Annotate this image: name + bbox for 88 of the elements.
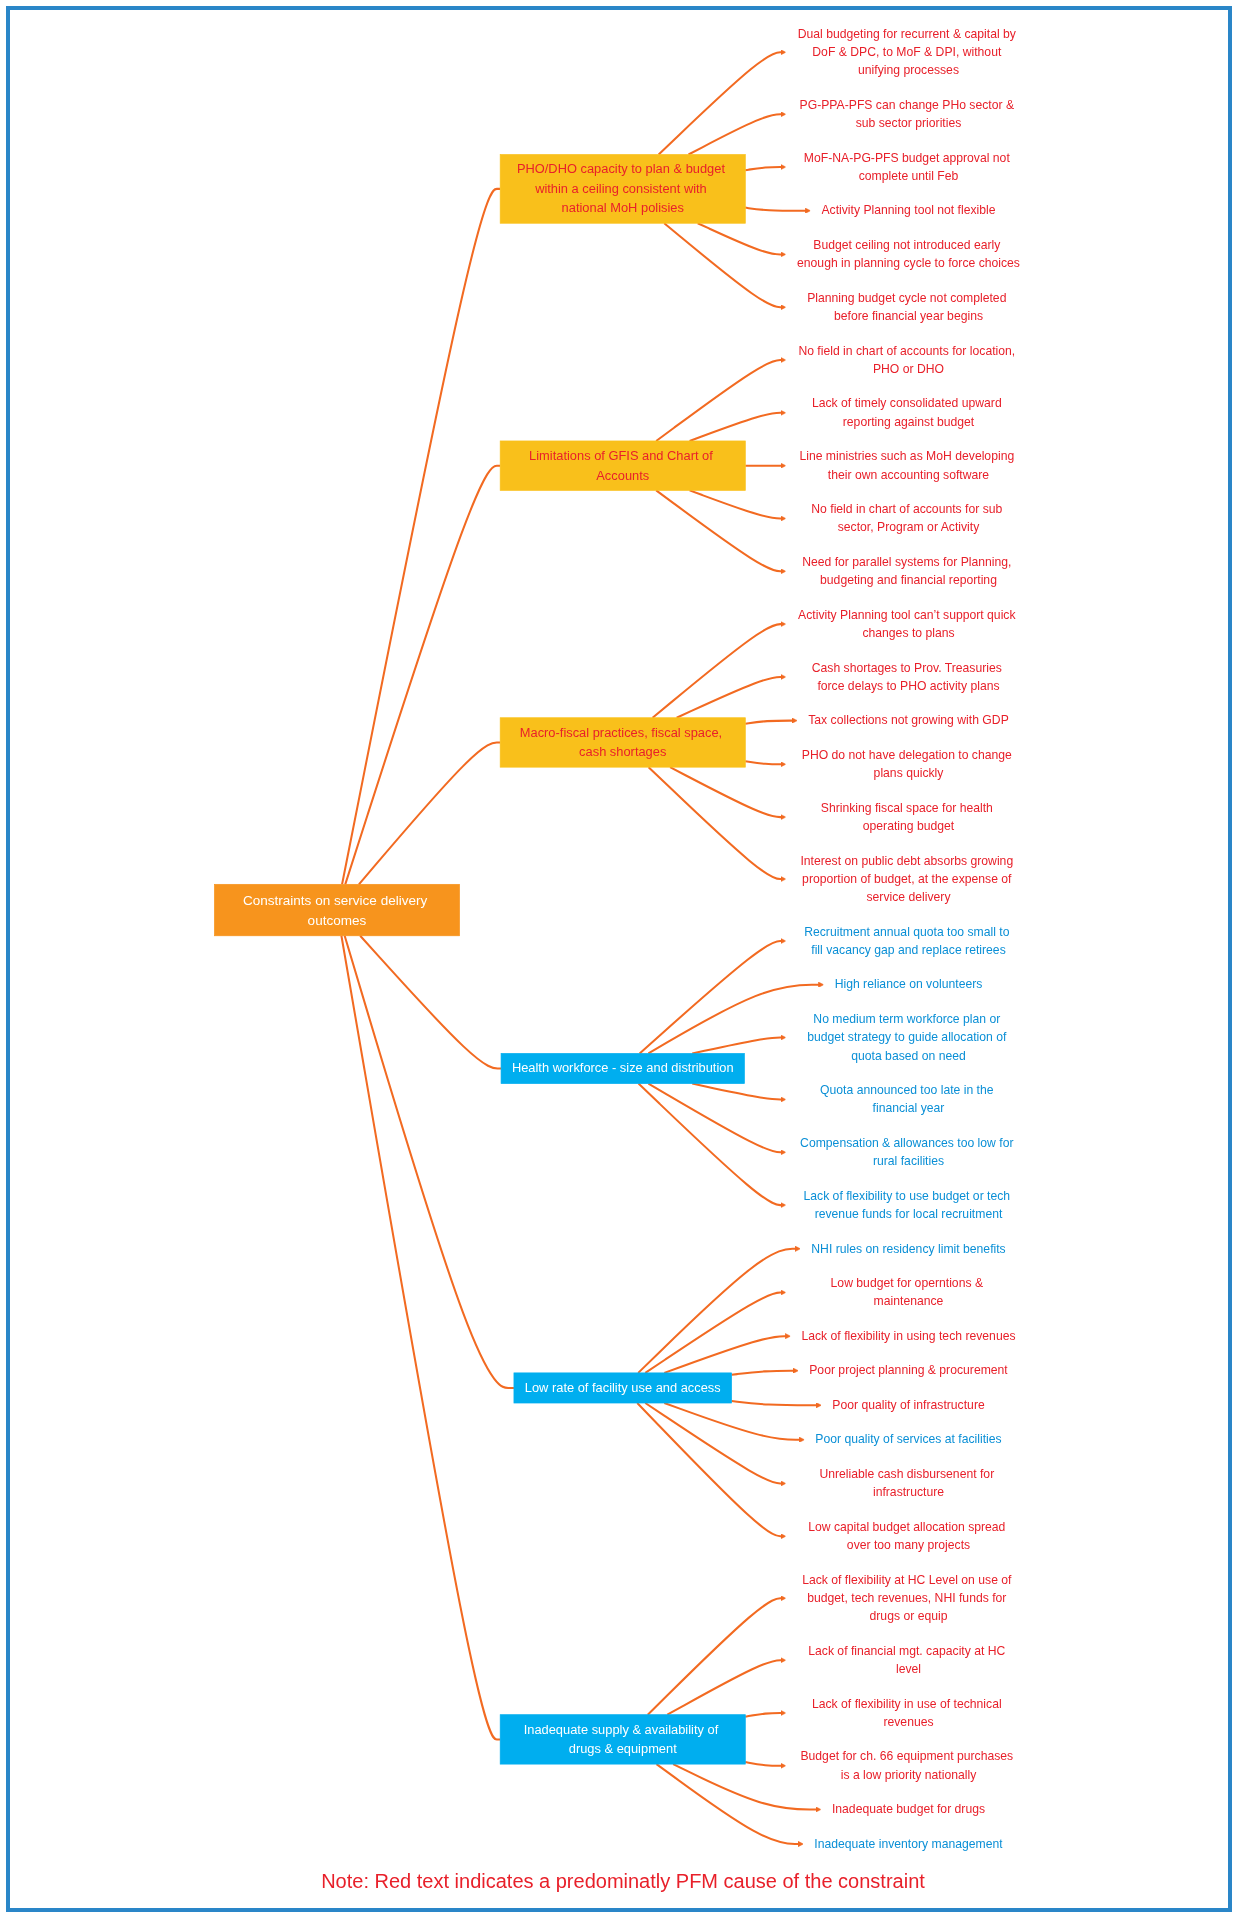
node-box: Inadequate supply & availability of drugs & equipment bbox=[500, 1714, 746, 1765]
node-text: Tax collections not growing with GDP bbox=[808, 713, 1010, 728]
arrow bbox=[745, 717, 798, 725]
arrow bbox=[745, 760, 787, 768]
arrow bbox=[655, 489, 787, 575]
node-text: High reliance on volunteers bbox=[834, 977, 983, 992]
node-text: Need for parallel systems for Planning, budgeting and financial reporting bbox=[802, 555, 1012, 587]
node-text: No field in chart of accounts for location, PHO or DHO bbox=[798, 343, 1016, 376]
arrow bbox=[648, 766, 787, 883]
node-text: Inadequate inventory management bbox=[814, 1836, 1003, 1851]
node-box: Macro-fiscal practices, fiscal space, cash shortages bbox=[500, 717, 746, 768]
connector bbox=[340, 935, 501, 1741]
node-text: PHO do not have delegation to change plans quickly bbox=[802, 748, 1013, 780]
arrow bbox=[652, 621, 787, 719]
arrow bbox=[692, 1034, 787, 1055]
arrow bbox=[745, 462, 787, 469]
arrow bbox=[676, 673, 787, 719]
node-text: Lack of flexibility at HC Level on use of budget, tech revenues, NHI funds for drugs or equip bbox=[802, 1572, 1012, 1623]
arrow bbox=[731, 1367, 799, 1376]
node-text: Low capital budget allocation spread over too many projects bbox=[808, 1520, 1006, 1552]
node-text: No medium term workforce plan or budget strategy to guide allocation of quota based on need bbox=[807, 1012, 1007, 1063]
arrow bbox=[672, 1763, 822, 1813]
node-text: Unreliable cash disbursenent for infrastructure bbox=[819, 1467, 995, 1500]
node-text: Activity Planning tool can’t support quick changes to plans bbox=[798, 607, 1016, 640]
arrow bbox=[669, 766, 787, 821]
connector bbox=[358, 741, 501, 885]
node-text: Low budget for operntions & maintenance bbox=[830, 1276, 984, 1309]
arrow bbox=[648, 981, 825, 1055]
arrow bbox=[647, 1595, 787, 1716]
arrow bbox=[664, 1402, 806, 1443]
note-text: Note: Red text indicates a predominatly PFM cause of the constraint bbox=[320, 1870, 926, 1893]
arrow bbox=[745, 206, 812, 214]
arrow bbox=[644, 1402, 787, 1487]
arrow bbox=[639, 938, 787, 1055]
arrow bbox=[638, 1082, 787, 1209]
arrow bbox=[658, 49, 787, 156]
arrow bbox=[663, 222, 787, 311]
node-text: Lack of timely consolidated upward reporting against budget bbox=[812, 396, 1002, 429]
connector bbox=[341, 187, 501, 885]
connector bbox=[359, 935, 502, 1070]
arrow bbox=[745, 164, 787, 172]
node-box: Constraints on service delivery outcomes bbox=[214, 884, 461, 937]
arrow bbox=[689, 409, 787, 442]
node-box: Low rate of facility use and access bbox=[513, 1372, 733, 1404]
node-text: NHI rules on residency limit benefits bbox=[811, 1241, 1006, 1256]
arrow bbox=[667, 1657, 787, 1716]
node-text: PG-PPA-PFS can change PHo sector & sub sector priorities bbox=[799, 97, 1015, 130]
arrow bbox=[644, 1289, 787, 1374]
node-text: Line ministries such as MoH developing their own accounting software bbox=[799, 449, 1015, 482]
node-text: Lack of flexibility in using tech revenues bbox=[801, 1329, 1016, 1343]
arrow bbox=[648, 1082, 787, 1156]
arrow bbox=[697, 222, 787, 258]
node-text: Lack of flexibility to use budget or tech revenue funds for local recruitment bbox=[803, 1188, 1011, 1221]
node-text: Poor quality of services at facilities bbox=[815, 1432, 1002, 1447]
node-text: Interest on public debt absorbs growing proportion of budget, at the expense of service delivery bbox=[800, 853, 1014, 904]
node-text: Lack of financial mgt. capacity at HC level bbox=[808, 1643, 1006, 1676]
node-text: Dual budgeting for recurrent & capital by DoF & DPC, to MoF & DPI, without unifying processes bbox=[797, 26, 1017, 77]
node-text: Activity Planning tool not flexible bbox=[821, 203, 996, 218]
node-text: Budget ceiling not introduced early enough in planning cycle to force choices bbox=[797, 238, 1021, 270]
node-box: PHO/DHO capacity to plan & budget within a ceiling consistent with national MoH polisies bbox=[500, 154, 746, 224]
node-text: Poor quality of infrastructure bbox=[832, 1398, 985, 1412]
arrow bbox=[745, 1710, 787, 1718]
node-text: Inadequate budget for drugs bbox=[832, 1802, 986, 1816]
node-box: Health workforce - size and distribution bbox=[501, 1053, 745, 1084]
arrow bbox=[637, 1245, 801, 1374]
node-box: Limitations of GFIS and Chart of Accounts bbox=[500, 440, 746, 491]
arrow bbox=[664, 1333, 792, 1374]
node-text: MoF-NA-PG-PFS budget approval not complete until Feb bbox=[804, 150, 1011, 183]
connector bbox=[344, 464, 501, 885]
node-text: Planning budget cycle not completed before financial year begins bbox=[807, 290, 1007, 323]
arrow bbox=[656, 1763, 804, 1847]
node-text: Quota announced too late in the financial year bbox=[820, 1083, 994, 1116]
node-text: Shrinking fiscal space for health operating budget bbox=[821, 800, 994, 833]
arrow bbox=[655, 357, 787, 442]
arrow bbox=[692, 1082, 787, 1103]
arrow bbox=[688, 111, 787, 156]
node-text: No field in chart of accounts for sub sector, Program or Activity bbox=[811, 502, 1003, 535]
arrow bbox=[689, 489, 787, 522]
node-text: Recruitment annual quota too small to fill vacancy gap and replace retirees bbox=[804, 924, 1010, 957]
node-text: Poor project planning & procurement bbox=[809, 1363, 1009, 1378]
arrow bbox=[731, 1400, 822, 1409]
arrow bbox=[745, 1761, 787, 1769]
node-text: Compensation & allowances too low for rural facilities bbox=[800, 1136, 1014, 1168]
node-text: Lack of flexibility in use of technical revenues bbox=[812, 1696, 1002, 1729]
node-text: Cash shortages to Prov. Treasuries force delays to PHO activity plans bbox=[811, 660, 1003, 693]
node-text: Budget for ch. 66 equipment purchases is a low priority nationally bbox=[800, 1749, 1014, 1782]
connector bbox=[343, 935, 515, 1389]
arrow bbox=[636, 1402, 787, 1540]
